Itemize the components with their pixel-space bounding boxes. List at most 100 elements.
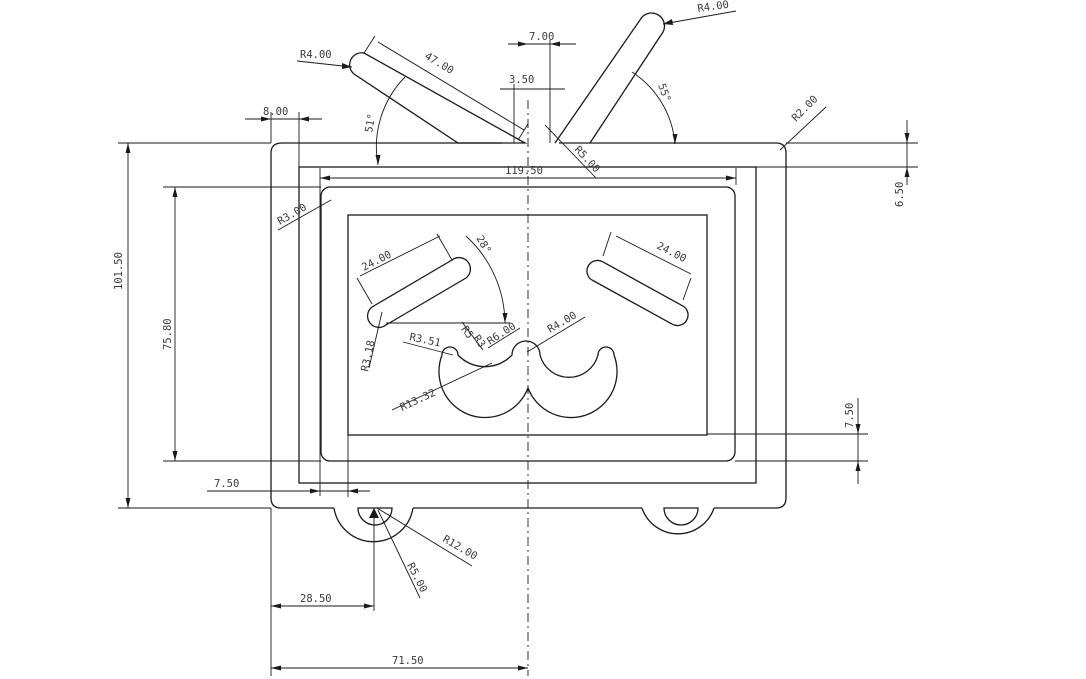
arrowhead [726,175,736,181]
overall-width-label: 119.50 [505,165,543,177]
screen [347,214,708,436]
top-offset-label: 6.50 [894,182,906,207]
ext-line [356,277,373,305]
wheel-center-label: 28.50 [300,593,332,605]
leader-screen-radius [277,199,332,231]
overall-height-label: 101.50 [113,252,125,290]
antenna-length-label: 47.00 [422,50,455,77]
antenna-gap-a-label: 7.00 [529,31,554,43]
eye-angle-arc [465,235,506,324]
arrowhead [172,187,178,197]
arrowhead [550,41,560,47]
inner-frame [298,166,757,484]
leader-eye-radius [368,311,383,369]
arrowhead [348,488,358,494]
right-antenna [554,12,666,144]
left-antenna [349,52,528,144]
screen-radius-label: R3.00 [276,201,309,227]
left-inset-label: 8.00 [263,106,288,118]
mouth-outer-radius-label: R13.32 [398,387,437,414]
arrowhead [855,424,861,434]
mouth-r5-label: R5 [459,324,476,341]
right-antenna-angle-arc [631,71,676,145]
arrowhead [518,41,528,47]
leader-antenna-fillet [544,124,597,179]
mouth-center-radius-label: R4.00 [546,309,579,335]
left-eye [366,256,472,329]
ext-line [436,233,453,261]
outer-body-outline [270,142,787,509]
arrowhead [172,451,178,461]
eye-right-length-label: 24.00 [655,240,689,265]
leader-mouth-center-radius [526,316,586,353]
corner-radius-label: R2.00 [790,93,821,124]
arrowheads [125,19,910,671]
arrowhead [125,143,131,153]
antennas [349,12,666,144]
dim-line [615,235,692,275]
leader-mouth-small-radius [402,341,454,356]
left-margin-label: 7.50 [214,478,239,490]
arrowhead [299,116,309,122]
left-wheel [333,507,414,543]
arrowhead [855,461,861,471]
left-wheel-hole [357,507,393,526]
leader-wheel-inner-radius [377,509,421,599]
arrowhead [502,313,508,323]
left-antenna-radius-label: R4.00 [300,49,332,61]
arrowhead [271,665,281,671]
antenna-fillet-label: R5.00 [572,144,602,175]
leader-corner-radius [779,106,827,151]
mouth-small-radius-label: R3.51 [408,331,441,349]
left-antenna-angle-label: 51° [363,113,378,134]
ext-line [363,35,376,54]
leader-mouth-r5 [461,321,484,351]
leader-wheel-outer-radius [376,507,473,567]
wheel-inner-radius-label: R5.00 [404,561,429,595]
leader-mouth-r6 [487,327,521,349]
eye-angle-label: 28° [473,234,493,256]
arrowhead [518,665,528,671]
ext-line [602,231,612,257]
arrowhead [342,63,352,69]
eye-left-length-label: 24.00 [360,249,394,274]
ext-line [682,277,692,301]
arrowhead [672,134,678,144]
arrowhead [261,116,271,122]
center-line-label: 71.50 [392,655,424,667]
dim-line [359,235,441,277]
arrowhead [271,603,281,609]
right-antenna-angle-label: 55° [655,82,673,104]
mouth-r3-label: R3 [471,333,488,350]
tv-body [270,142,787,509]
mouth [438,340,618,419]
arrowhead [904,133,910,143]
arrowhead [310,488,320,494]
dim-line [377,41,525,131]
face [366,256,689,419]
dimension-labels: 119.50 6.50 101.50 75.80 7.50 7.50 8.00 … [113,0,906,667]
arrowhead [125,498,131,508]
arrowhead [369,508,379,518]
antenna-gap-b-label: 3.50 [509,74,534,86]
ext-line [517,123,529,141]
right-wheel-hole [663,507,699,526]
left-antenna-angle-arc [375,76,406,166]
arrowhead [364,603,374,609]
inner-height-label: 75.80 [162,318,174,350]
mouth-r6-label: R6.00 [485,320,518,347]
wheels [333,507,715,543]
right-wheel [641,507,715,535]
right-eye [586,259,689,327]
right-antenna-radius-label: R4.00 [697,0,730,15]
arrowhead [904,167,910,177]
leader-mouth-outer-radius [391,362,493,411]
arrowhead [320,175,330,181]
arrowhead [663,19,673,25]
arrowhead [375,155,381,165]
leader-right-antenna-radius [662,10,737,25]
dimension-lines [118,10,918,676]
eye-radius-label: R3.18 [359,339,377,372]
bottom-offset-label: 7.50 [844,403,856,428]
